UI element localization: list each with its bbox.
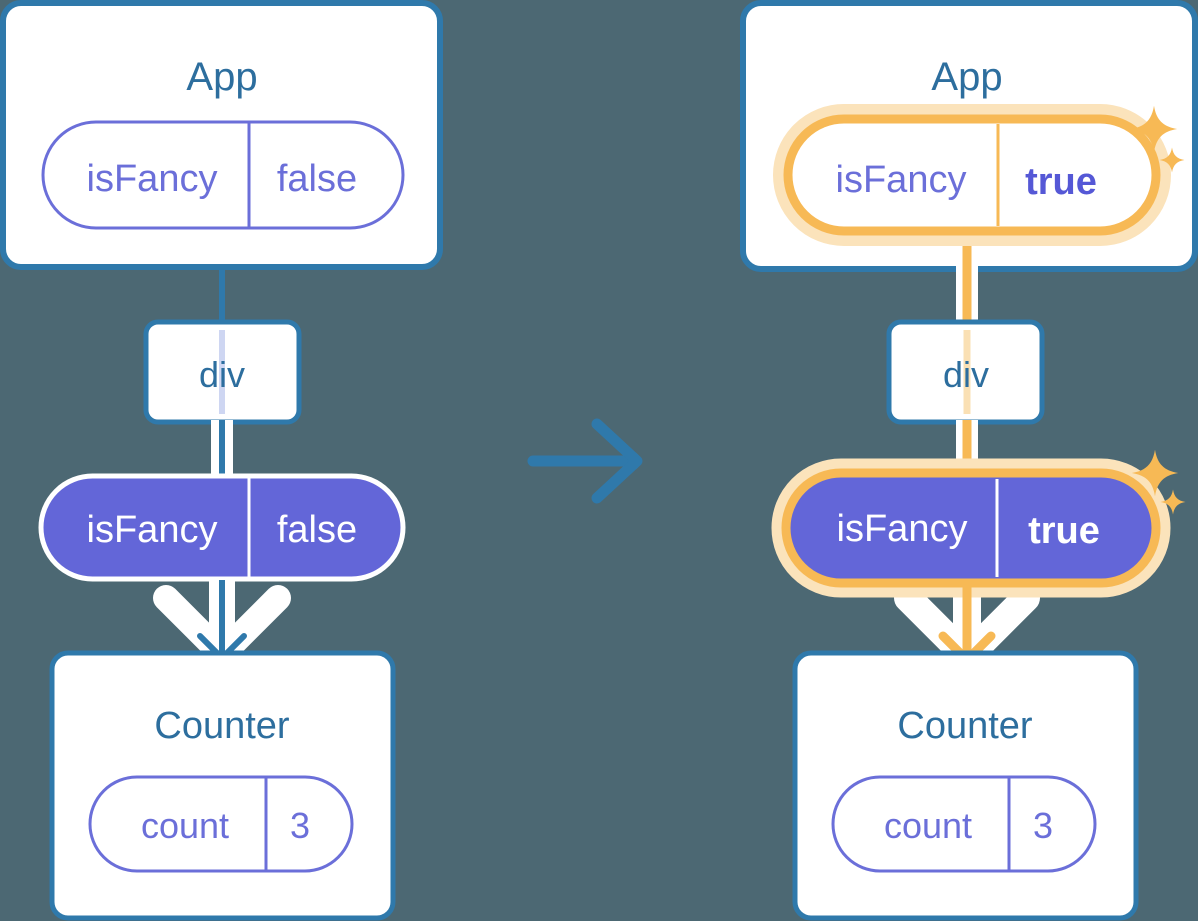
- app-state-pill-after-key: isFancy: [836, 159, 967, 201]
- props-pill-after-value: true: [1028, 510, 1100, 552]
- arrow-right-icon-head: [591, 418, 643, 504]
- before-state-tree: App isFancy false div: [0, 0, 443, 921]
- div-node-after: div: [886, 319, 1045, 425]
- counter-state-pill-after-value: 3: [1033, 805, 1053, 846]
- app-state-pill-body: [41, 120, 405, 230]
- app-card: App isFancy false: [0, 0, 443, 270]
- props-pill-after: isFancy true: [771, 458, 1171, 598]
- props-pill-after-key: isFancy: [837, 508, 968, 550]
- after-state-tree: App isFancy true: [740, 0, 1198, 921]
- props-pill-body: [38, 473, 406, 582]
- app-state-pill-value: false: [277, 158, 357, 200]
- div-node-label: div: [199, 354, 245, 395]
- app-card-title: App: [186, 55, 257, 99]
- div-node-after-label: div: [943, 354, 989, 395]
- counter-state-pill-after-body: [831, 775, 1097, 873]
- app-state-pill-key: isFancy: [87, 158, 218, 200]
- app-state-pill-after-value: true: [1025, 161, 1097, 203]
- app-state-pill-after-ring: [783, 114, 1161, 236]
- app-state-pill: isFancy false: [41, 120, 405, 230]
- counter-state-pill: count 3: [88, 775, 354, 873]
- props-pill-value: false: [277, 509, 357, 551]
- counter-card-after: Counter count 3: [792, 650, 1139, 921]
- props-pill: isFancy false: [38, 473, 406, 582]
- counter-card-title: Counter: [154, 705, 290, 747]
- counter-state-pill-after-key: count: [884, 805, 972, 846]
- counter-state-pill-body: [88, 775, 354, 873]
- counter-card: Counter count 3: [49, 650, 396, 921]
- app-state-pill-after: isFancy true: [773, 104, 1171, 246]
- counter-state-pill-value: 3: [290, 805, 310, 846]
- app-card-after-title: App: [931, 55, 1002, 99]
- div-node: div: [143, 319, 302, 425]
- props-pill-key: isFancy: [87, 509, 218, 551]
- counter-state-pill-after: count 3: [831, 775, 1097, 873]
- counter-card-after-title: Counter: [897, 705, 1033, 747]
- transition-arrow: [527, 418, 643, 504]
- app-state-pill-after-glow: [773, 104, 1171, 246]
- counter-state-pill-key: count: [141, 805, 229, 846]
